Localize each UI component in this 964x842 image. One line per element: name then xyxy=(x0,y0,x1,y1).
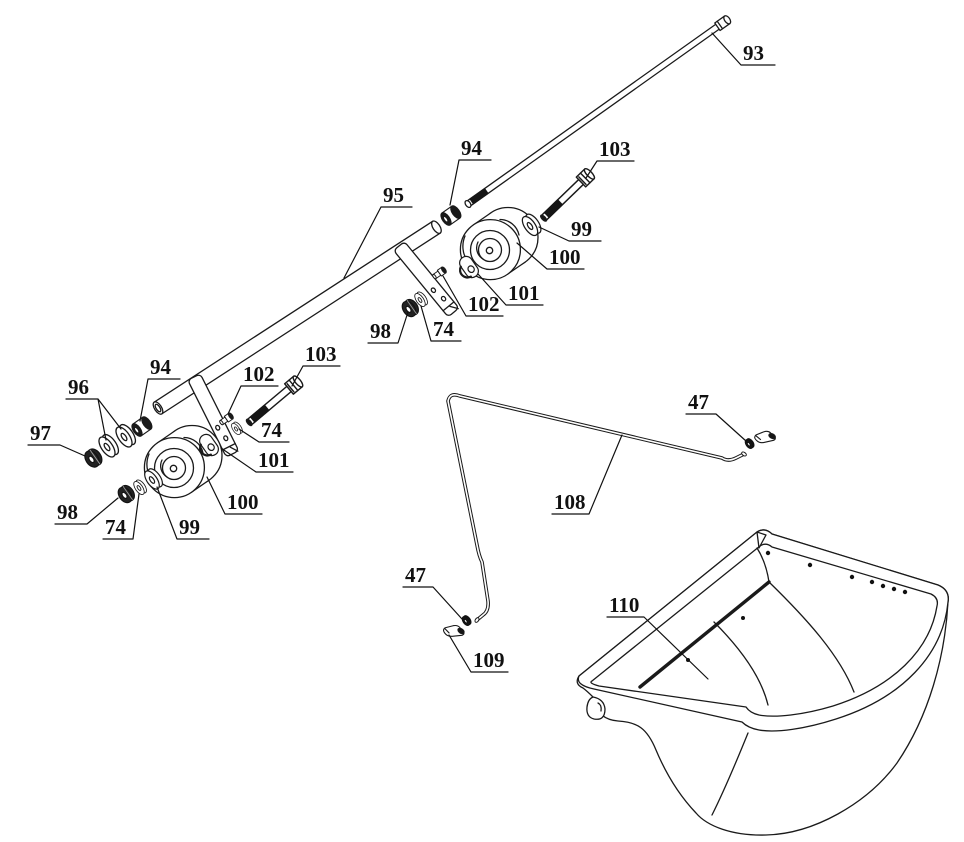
callout-labels: 93 94 103 99 100 101 102 74 98 95 94 96 … xyxy=(30,41,764,672)
callout-108: 108 xyxy=(554,490,586,514)
clip-109 xyxy=(441,622,467,641)
callout-74-left-bracket: 74 xyxy=(261,418,283,442)
callout-99-left: 99 xyxy=(179,515,200,539)
agitator-wire-108 xyxy=(446,393,747,623)
washer-47-right xyxy=(743,436,757,451)
callout-99-upper: 99 xyxy=(571,217,592,241)
callout-97: 97 xyxy=(30,421,51,445)
callout-101-upper: 101 xyxy=(508,281,540,305)
clip-47-right xyxy=(753,429,778,446)
callout-103-left: 103 xyxy=(305,342,337,366)
callout-102-left: 102 xyxy=(243,362,275,386)
callout-98-upper: 98 xyxy=(370,319,391,343)
frame-tube-95 xyxy=(152,220,442,415)
callout-74-upper: 74 xyxy=(433,317,455,341)
callout-74-left: 74 xyxy=(105,515,127,539)
callout-103-upper: 103 xyxy=(599,137,631,161)
callout-94-left: 94 xyxy=(150,355,172,379)
hopper-110 xyxy=(576,529,949,836)
callout-109: 109 xyxy=(473,648,505,672)
washer-74b xyxy=(229,420,245,437)
washer-47-bottom xyxy=(460,613,474,628)
axle-rod-93 xyxy=(464,15,732,209)
callout-leaders xyxy=(27,32,776,680)
callout-110: 110 xyxy=(609,593,639,617)
bushing-94 xyxy=(438,203,464,228)
callout-100-left: 100 xyxy=(227,490,259,514)
callout-47-bottom: 47 xyxy=(405,563,426,587)
callout-98-left: 98 xyxy=(57,500,78,524)
callout-94-upper: 94 xyxy=(461,136,483,160)
callout-100-upper: 100 xyxy=(549,245,581,269)
callout-96: 96 xyxy=(68,375,89,399)
callout-102-upper: 102 xyxy=(468,292,500,316)
callout-95: 95 xyxy=(383,183,404,207)
set-bolt-102 xyxy=(430,265,448,281)
callout-93: 93 xyxy=(743,41,764,65)
callout-101-left: 101 xyxy=(258,448,290,472)
callout-47-right: 47 xyxy=(688,390,709,414)
nut-97 xyxy=(81,445,106,471)
